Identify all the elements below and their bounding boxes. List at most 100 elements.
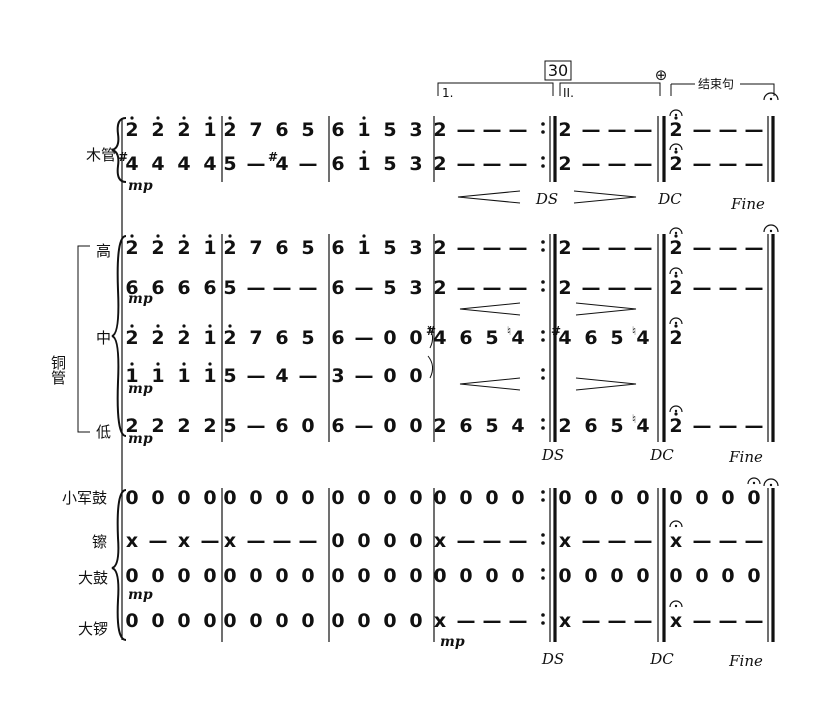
note-digit: —: [299, 530, 318, 552]
note: —: [457, 610, 476, 632]
note-digit: 0: [409, 565, 422, 587]
brass-part-low: 低: [96, 423, 111, 441]
fermata-dot: [674, 409, 678, 413]
rehearsal-mark: 30: [548, 61, 568, 80]
tie-mark-upper: [427, 325, 434, 349]
fermata: [669, 143, 683, 151]
note-digit: 6: [331, 119, 344, 141]
note: 0: [409, 565, 422, 587]
note-digit: 1: [177, 365, 190, 387]
note: 0: [485, 565, 498, 587]
note: 2: [151, 324, 165, 349]
note-digit: —: [719, 277, 738, 299]
note-digit: 0: [511, 565, 524, 587]
repeat-dot: [541, 330, 545, 334]
fermata: [669, 267, 683, 275]
note: —: [634, 237, 653, 259]
note-digit: —: [582, 530, 601, 552]
tie-mark-lower: [427, 355, 434, 379]
note-digit: —: [582, 153, 601, 175]
note: —: [608, 237, 627, 259]
note-digit: 0: [409, 365, 422, 387]
note-digit: —: [608, 153, 627, 175]
note: 1: [357, 116, 371, 141]
note-digit: 0: [177, 487, 190, 509]
octave-dot: [130, 324, 134, 328]
ending-label: 结束句: [698, 77, 734, 91]
note-digit: 0: [357, 565, 370, 587]
note-digit: 2: [669, 237, 682, 259]
note-digit: —: [634, 277, 653, 299]
repeat-dot: [541, 156, 545, 160]
note-digit: x: [670, 610, 682, 632]
note-digit: 2: [669, 277, 682, 299]
note-digit: —: [634, 610, 653, 632]
note-digit: 0: [301, 610, 314, 632]
note-digit: 0: [275, 610, 288, 632]
note: 0: [383, 530, 396, 552]
note: —: [634, 153, 653, 175]
note: 0: [558, 487, 571, 509]
note-digit: —: [509, 153, 528, 175]
note-digit: 6: [331, 415, 344, 437]
repeat-dot: [541, 288, 545, 292]
note-digit: 0: [125, 487, 138, 509]
instrument-label-gong: 大锣: [78, 620, 108, 638]
note-digit: —: [582, 277, 601, 299]
note-digit: 0: [558, 487, 571, 509]
note-digit: —: [247, 415, 266, 437]
note: 2: [151, 116, 165, 141]
note: 2: [669, 109, 683, 141]
note-digit: 0: [747, 565, 760, 587]
note: —: [608, 119, 627, 141]
note: 0: [383, 565, 396, 587]
note-digit: 0: [177, 565, 190, 587]
note-digit: 0: [409, 415, 422, 437]
note-digit: 0: [203, 565, 216, 587]
final-fermata-dot: [769, 97, 773, 101]
accidental: #: [118, 150, 128, 164]
note: 2: [558, 415, 571, 437]
note-digit: 2: [151, 415, 164, 437]
accidental: ♮: [632, 412, 636, 426]
note-digit: 6: [331, 277, 344, 299]
note: —: [582, 119, 601, 141]
note-digit: —: [483, 277, 502, 299]
note: 0: [275, 565, 288, 587]
note-digit: 2: [433, 237, 446, 259]
repeat-dot: [541, 418, 545, 422]
note: 0: [331, 487, 344, 509]
note: 1: [357, 150, 371, 175]
final-fermata: [763, 478, 779, 487]
octave-dot: [228, 234, 232, 238]
note: 0: [409, 415, 422, 437]
note: —: [299, 153, 318, 175]
note: 0: [459, 565, 472, 587]
dynamic-mp-brass-high: mp: [128, 291, 153, 307]
note: 0: [584, 565, 597, 587]
note-digit: —: [634, 237, 653, 259]
note: 5: [485, 415, 498, 437]
note-digit: —: [273, 277, 292, 299]
fermata-dot: [752, 481, 756, 485]
note: —: [582, 277, 601, 299]
repeat-dot: [541, 368, 545, 372]
note-digit: 6: [275, 327, 288, 349]
note-digit: 0: [584, 565, 597, 587]
note: 2: [558, 153, 571, 175]
note: 0: [203, 565, 216, 587]
note: —: [608, 153, 627, 175]
note-digit: 2: [125, 119, 138, 141]
note-digit: 0: [383, 530, 396, 552]
note: —: [483, 237, 502, 259]
note-digit: 0: [383, 487, 396, 509]
octave-dot: [208, 234, 212, 238]
note-digit: —: [457, 277, 476, 299]
note-digit: 0: [558, 565, 571, 587]
note-digit: 1: [151, 365, 164, 387]
brass-part-high: 高: [96, 242, 111, 260]
note: —: [483, 277, 502, 299]
note: 7: [249, 237, 262, 259]
note: x: [126, 530, 138, 552]
note: —: [457, 237, 476, 259]
